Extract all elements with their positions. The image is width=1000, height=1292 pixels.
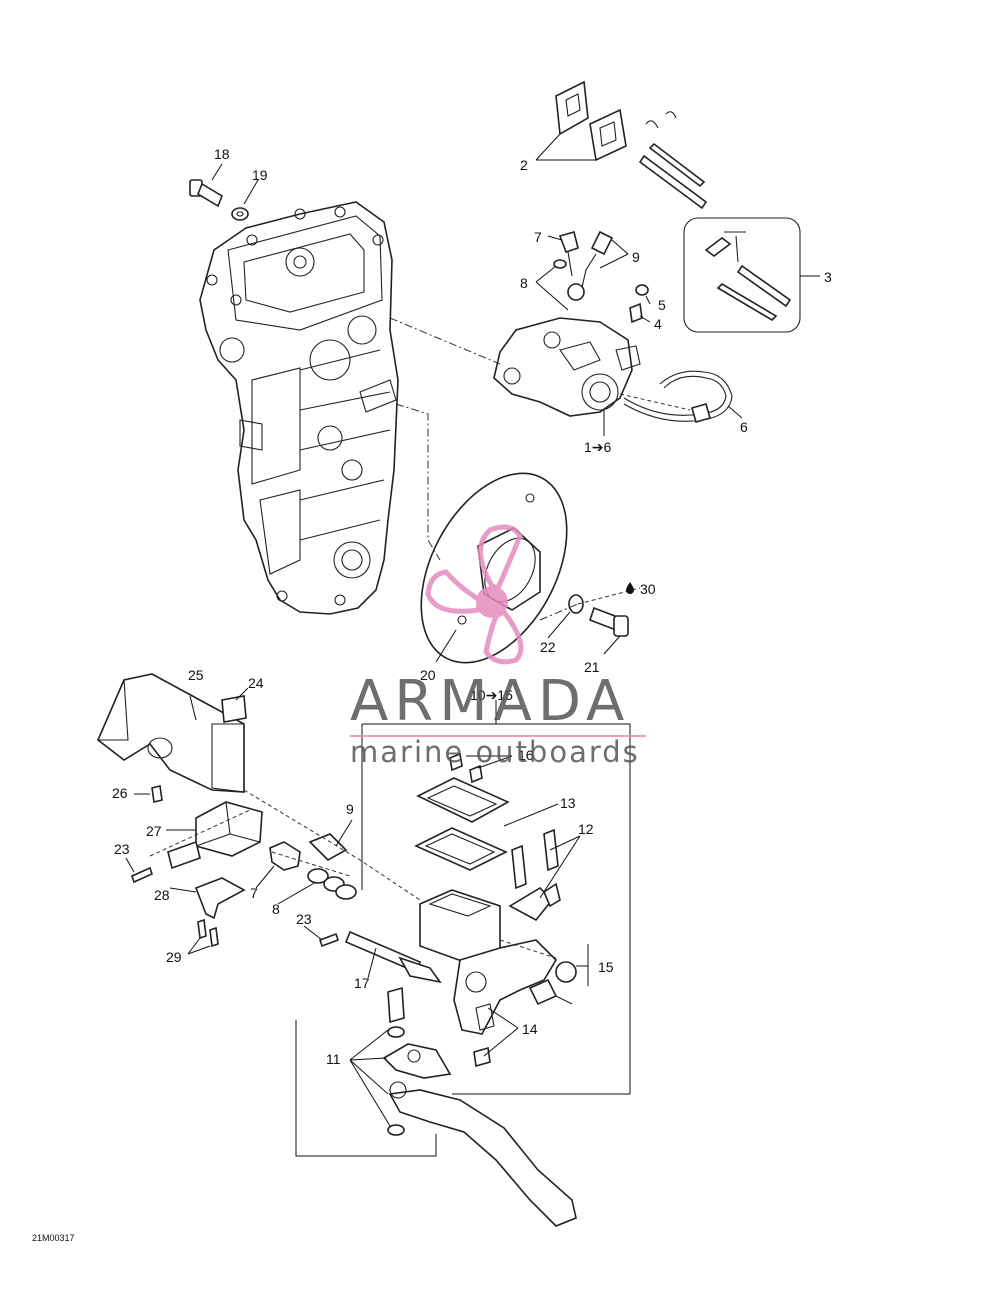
connector-lines xyxy=(149,317,691,959)
callout-23a: 23 xyxy=(114,841,130,857)
bracket-28 xyxy=(194,877,246,920)
callout-8b: 8 xyxy=(272,901,280,917)
callout-17: 17 xyxy=(354,975,370,991)
brake-caliper xyxy=(493,317,641,417)
piston-17 xyxy=(344,930,442,984)
drawing-code: 21M00317 xyxy=(32,1233,75,1243)
callout-4: 4 xyxy=(654,316,662,332)
propeller-logo-icon xyxy=(425,524,524,665)
leader-lines xyxy=(125,133,820,1127)
brake-pads-2 xyxy=(555,80,708,210)
switch-housing-25 xyxy=(97,673,245,793)
callout-5: 5 xyxy=(658,297,666,313)
pad-pin-kit-3 xyxy=(683,217,801,333)
callout-27: 27 xyxy=(146,823,162,839)
callout-9: 9 xyxy=(632,249,640,265)
spring-26 xyxy=(151,785,163,803)
callout-2: 2 xyxy=(520,157,528,173)
callout-7: 7 xyxy=(534,229,542,245)
callout-29: 29 xyxy=(166,949,182,965)
brake-disc-20 xyxy=(420,472,568,664)
callout-8: 8 xyxy=(520,275,528,291)
callout-11: 11 xyxy=(326,1051,341,1067)
watermark: ARMADA marine outboards xyxy=(350,524,646,769)
callouts: 2 7 8 9 5 4 3 6 1➔6 18 19 30 22 20 21 25… xyxy=(32,146,832,1243)
lever-11 xyxy=(382,986,577,1227)
washer-19 xyxy=(231,207,249,221)
callout-26: 26 xyxy=(112,785,128,801)
sealing-rings-8 xyxy=(553,259,585,301)
callout-23b: 23 xyxy=(296,911,312,927)
callout-30: 30 xyxy=(640,581,656,597)
sealing-rings-8b xyxy=(307,868,357,900)
callout-3: 3 xyxy=(824,269,832,285)
washer-22 xyxy=(568,594,584,614)
fitting-9b xyxy=(308,833,348,861)
switch-27 xyxy=(167,801,263,870)
callout-6: 6 xyxy=(740,419,748,435)
watermark-rule xyxy=(350,735,646,737)
bolt-21 xyxy=(588,606,629,637)
banjo-bolt-7 xyxy=(558,231,579,277)
callout-28: 28 xyxy=(154,887,170,903)
screws-29 xyxy=(197,918,219,948)
callout-25: 25 xyxy=(188,667,204,683)
label-24 xyxy=(221,695,247,723)
callout-13: 13 xyxy=(560,795,576,811)
callout-14: 14 xyxy=(522,1021,538,1037)
reservoir-cap-16 xyxy=(416,752,510,823)
screws-12 xyxy=(508,828,561,922)
brake-line-6 xyxy=(623,370,733,423)
callout-10-to-15: 10➔15 xyxy=(470,687,513,703)
callout-16: 16 xyxy=(518,747,534,763)
pin-23a xyxy=(131,866,153,884)
callout-1-to-6: 1➔6 xyxy=(584,439,612,455)
lever-bracket-line xyxy=(295,1020,437,1157)
mirror-mount-15 xyxy=(528,961,577,1006)
diaphragm-13 xyxy=(414,827,508,871)
callout-21: 21 xyxy=(584,659,600,675)
banjo-bolt-7b xyxy=(269,841,301,871)
glue-drop-icon xyxy=(626,582,634,594)
callout-19: 19 xyxy=(252,167,268,183)
callout-12: 12 xyxy=(578,821,594,837)
callout-18: 18 xyxy=(214,146,230,162)
callout-22: 22 xyxy=(540,639,556,655)
master-cylinder-body xyxy=(419,889,558,1035)
pin-23b xyxy=(318,932,340,948)
watermark-brand: ARMADA xyxy=(350,669,630,734)
engine-block xyxy=(199,201,399,615)
callout-7b: 7 xyxy=(250,885,258,901)
watermark-tagline: marine outboards xyxy=(350,735,640,769)
callout-15: 15 xyxy=(598,959,614,975)
callout-9b: 9 xyxy=(346,801,354,817)
bolt-18 xyxy=(189,179,223,208)
callout-20: 20 xyxy=(420,667,436,683)
bushing-4-5 xyxy=(629,284,649,324)
callout-24: 24 xyxy=(248,675,264,691)
